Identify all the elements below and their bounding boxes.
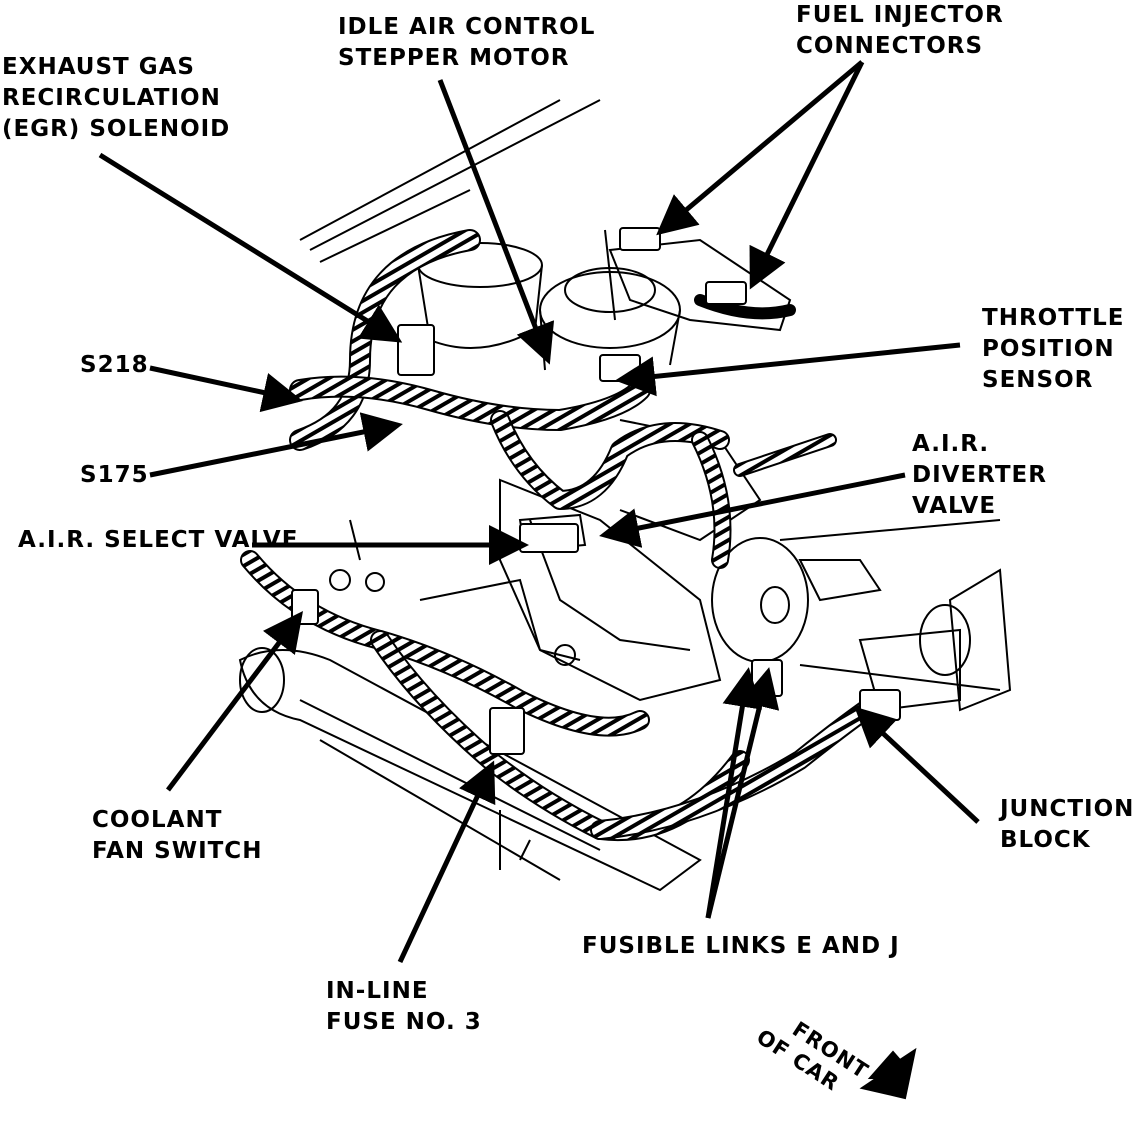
- arrow-s175: [149, 412, 403, 478]
- label-s175: S175: [80, 462, 149, 488]
- inline-fuse-part: [489, 707, 525, 755]
- arrow-fusible-2: [705, 667, 780, 919]
- arrow-coolant: [166, 611, 304, 792]
- arrow-throttle: [615, 342, 961, 397]
- arrow-junction: [854, 706, 980, 824]
- leader-arrows: [98, 60, 980, 964]
- label-air-select-valve: A.I.R. SELECT VALVE: [18, 527, 299, 553]
- air-select-valve-part: [519, 523, 579, 553]
- arrow-air-diverter: [599, 472, 906, 548]
- arrow-idle-air: [437, 79, 555, 365]
- label-inline-fuse: IN-LINE FUSE NO. 3: [326, 978, 482, 1035]
- fuel-injector-connector-1: [619, 227, 661, 251]
- arrow-fuel-2: [749, 60, 865, 290]
- label-air-diverter-valve: A.I.R. DIVERTER VALVE: [912, 431, 1047, 519]
- label-throttle-position-sensor: THROTTLE POSITION SENSOR: [982, 305, 1125, 393]
- label-s218: S218: [80, 352, 149, 378]
- label-junction-block: JUNCTION BLOCK: [1000, 796, 1135, 853]
- fuel-injector-connector-2: [705, 281, 747, 305]
- engine-drawing: [238, 99, 1012, 892]
- arrow-fuel-1: [656, 60, 864, 236]
- label-coolant-fan-switch: COOLANT FAN SWITCH: [92, 807, 263, 864]
- label-idle-air-control: IDLE AIR CONTROL STEPPER MOTOR: [338, 14, 596, 71]
- arrow-s218: [149, 365, 303, 413]
- front-of-car-arrow-icon: [859, 1047, 917, 1100]
- components: [291, 227, 901, 755]
- egr-solenoid-part: [397, 324, 435, 376]
- label-fuel-injector-connectors: FUEL INJECTOR CONNECTORS: [796, 2, 1004, 59]
- label-egr-solenoid: EXHAUST GAS RECIRCULATION (EGR) SOLENOID: [2, 54, 231, 142]
- arrow-fusible-1: [705, 667, 763, 919]
- label-fusible-links: FUSIBLE LINKS E AND J: [582, 933, 900, 959]
- arrow-inline-fuse: [397, 760, 496, 964]
- arrow-egr: [98, 152, 403, 343]
- engine-wiring-diagram: [98, 60, 1012, 1100]
